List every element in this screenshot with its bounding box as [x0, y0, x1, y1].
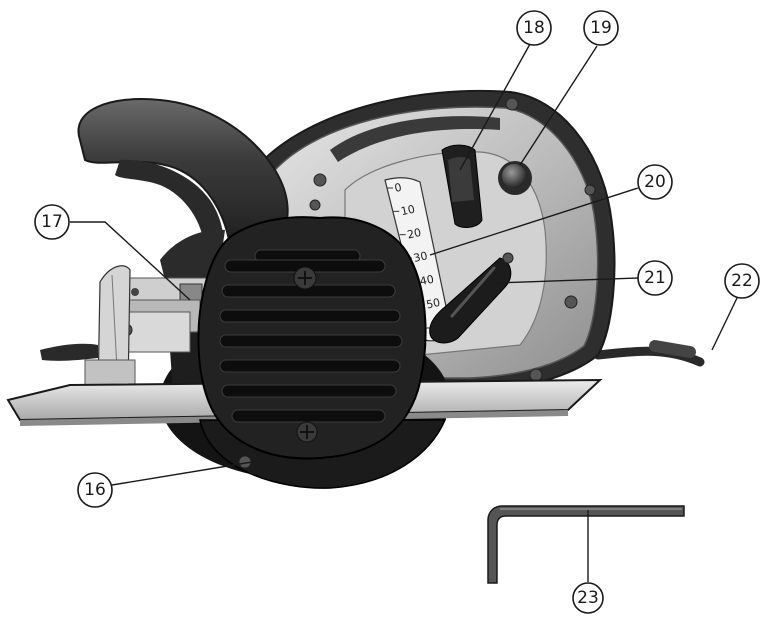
callout-18-label: 18 [523, 18, 545, 38]
callout-17-label: 17 [41, 212, 63, 232]
vent-slot [231, 409, 386, 423]
power-cord [593, 340, 705, 367]
callout-19: 19 [583, 10, 619, 46]
callout-21-label: 21 [644, 268, 666, 288]
parallel-guide [40, 265, 136, 399]
bevel-scale-label: 30 [412, 249, 428, 265]
leader-19 [519, 45, 598, 166]
bevel-scale-label: 50 [425, 296, 441, 312]
callout-16-label: 16 [84, 480, 106, 500]
callout-20: 20 [637, 164, 673, 200]
bevel-adjustment-lever [429, 252, 514, 344]
callout-23-label: 23 [577, 588, 599, 608]
callout-22-label: 22 [731, 271, 753, 291]
callout-21: 21 [637, 260, 673, 296]
callout-23: 23 [572, 582, 604, 614]
vent-slot [219, 309, 401, 323]
callout-17: 17 [34, 204, 70, 240]
leader-22 [711, 297, 738, 351]
bevel-scale-label: 10 [400, 203, 416, 219]
vent-slot [221, 384, 397, 398]
lock-off-lever [441, 144, 483, 228]
motor-vent-cover [197, 216, 427, 460]
vent-slot [219, 334, 403, 348]
callout-18: 18 [516, 10, 552, 46]
callout-16: 16 [77, 472, 113, 508]
depth-adjustment-guide [109, 277, 211, 353]
vent-slot [219, 359, 401, 373]
hex-key [487, 505, 685, 584]
bevel-scale-label: 40 [419, 273, 435, 289]
leader-21 [495, 277, 639, 284]
leader-18 [459, 43, 531, 171]
leader-20 [429, 187, 639, 256]
callout-20-label: 20 [644, 172, 666, 192]
leader-17 [70, 221, 191, 301]
bevel-scale-label: 20 [406, 226, 422, 242]
bevel-scale-label: 0 [393, 181, 403, 195]
callout-22: 22 [724, 263, 760, 299]
leader-lines [70, 43, 738, 582]
leader-16 [111, 461, 253, 486]
callout-19-label: 19 [590, 18, 612, 38]
vent-slots [219, 249, 403, 423]
spindle-lock-button [498, 161, 532, 195]
callouts: 16 17 18 19 20 21 22 23 [34, 10, 760, 614]
